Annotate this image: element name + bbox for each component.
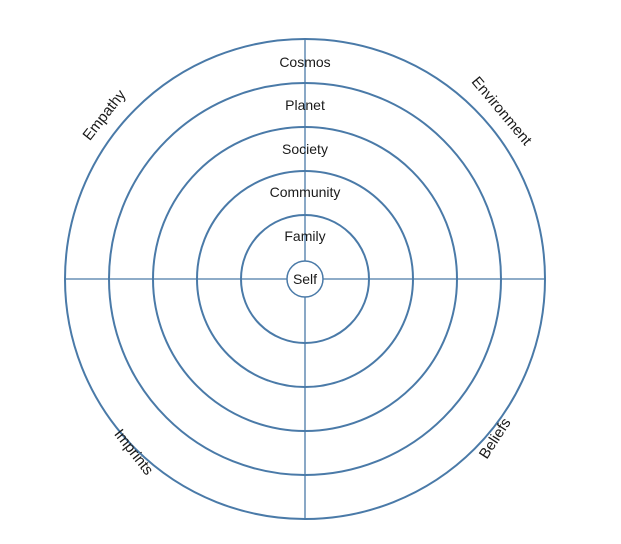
ring-label-self: Self: [293, 271, 317, 287]
ring-label-cosmos: Cosmos: [279, 54, 330, 70]
ring-label-planet: Planet: [285, 97, 325, 113]
ring-label-society: Society: [282, 141, 328, 157]
quadrant-label-imprints: Imprints: [110, 426, 156, 479]
quadrant-label-empathy: Empathy: [80, 86, 130, 144]
quadrant-label-beliefs: Beliefs: [476, 415, 515, 462]
self-circle: [286, 260, 324, 298]
ring-label-community: Community: [270, 184, 341, 200]
ring-label-family: Family: [284, 228, 325, 244]
